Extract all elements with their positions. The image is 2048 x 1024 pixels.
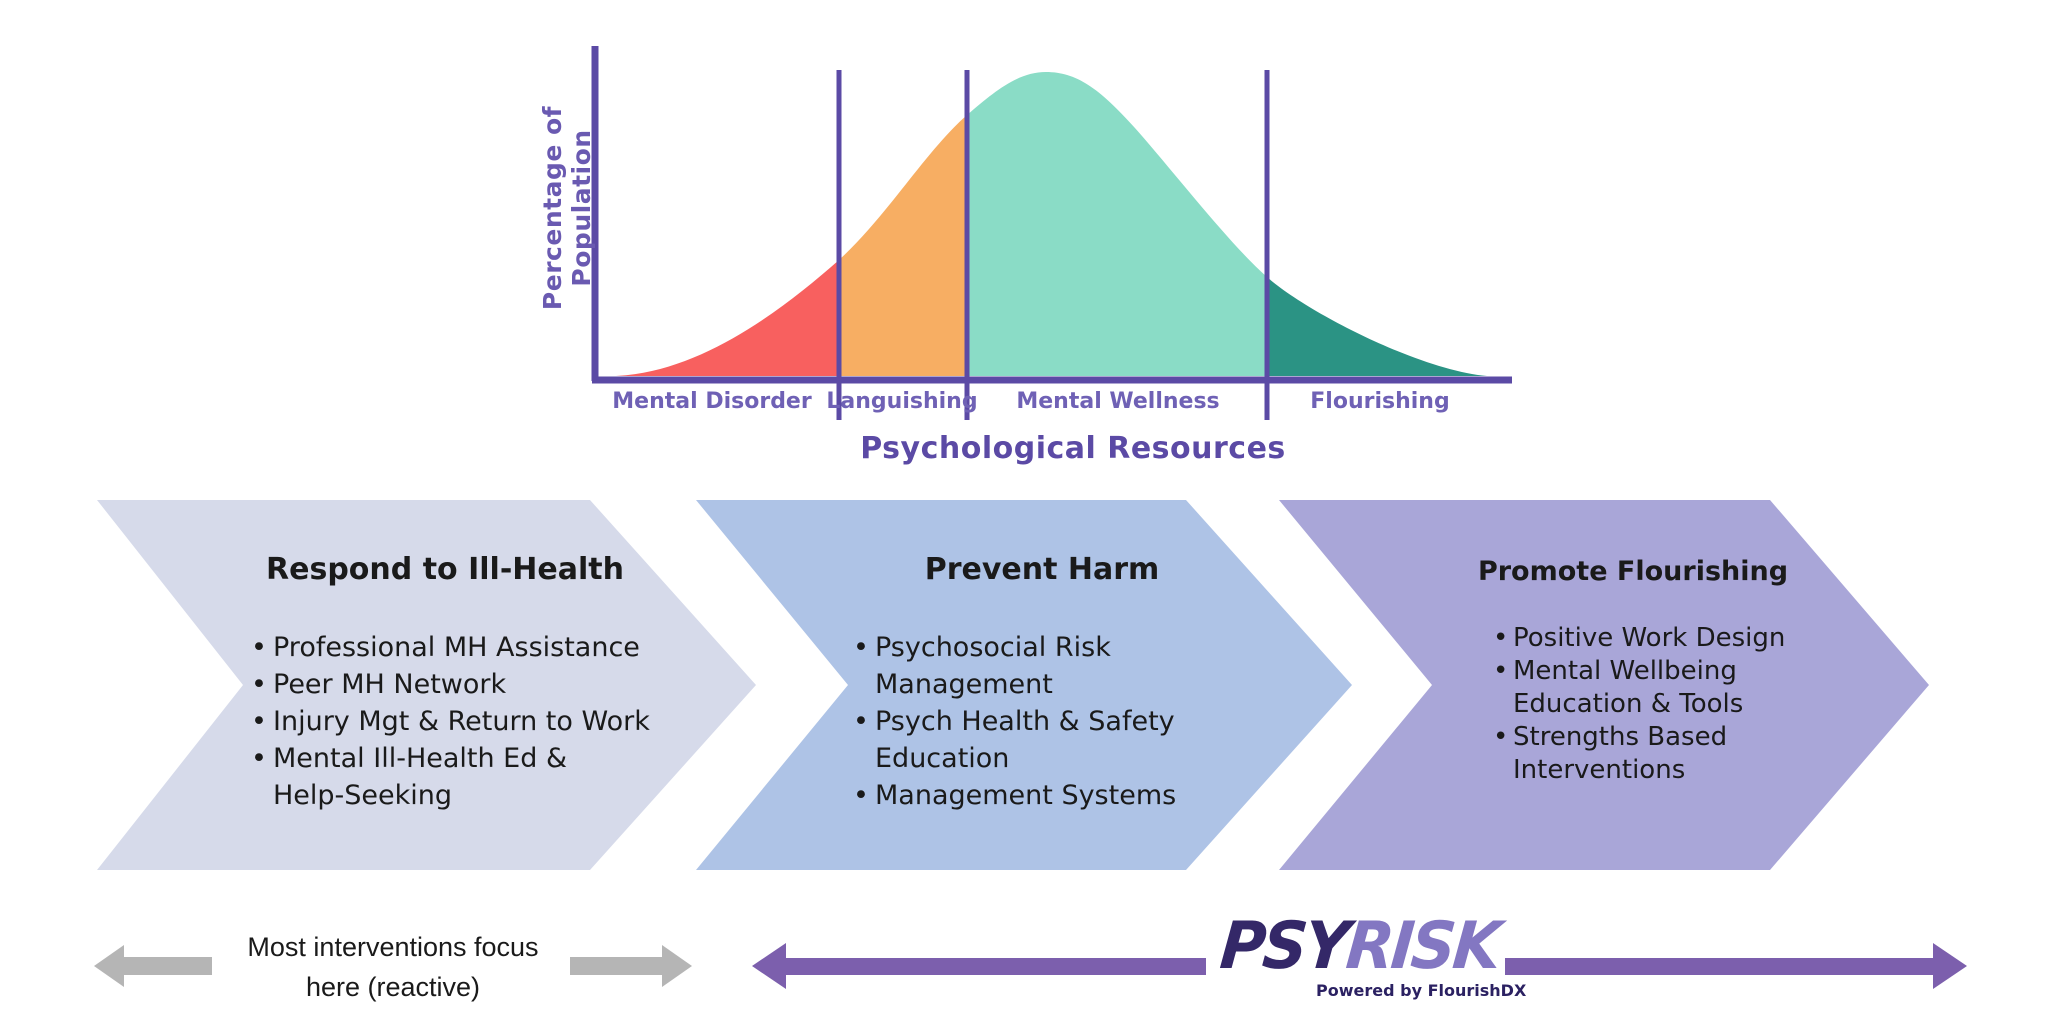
list-item: Psych Health & Safety Education bbox=[845, 703, 1255, 777]
gray-right-arrow-icon bbox=[570, 945, 692, 987]
arrow-head bbox=[662, 945, 692, 987]
list-item: Professional MH Assistance bbox=[243, 629, 703, 666]
chevron-1-bullet-list: Professional MH Assistance Peer MH Netwo… bbox=[243, 629, 703, 814]
chevron-2-title: Prevent Harm bbox=[924, 552, 1160, 587]
psyrisk-logo: PSYRISK bbox=[1200, 907, 1519, 984]
logo-text-psy: PSY bbox=[1217, 907, 1350, 984]
arrow-head bbox=[752, 943, 786, 989]
chevron-3-title: Promote Flourishing bbox=[1477, 556, 1789, 587]
y-axis-label: Percentage of Population bbox=[538, 105, 596, 311]
arrow-shaft bbox=[785, 958, 1206, 975]
arrow-head bbox=[1933, 943, 1967, 989]
logo-text-risk: RISK bbox=[1343, 907, 1502, 984]
x-axis-title: Psychological Resources bbox=[860, 431, 1286, 466]
list-item: Positive Work Design bbox=[1485, 622, 1815, 655]
chevron-1-title: Respond to Ill-Health bbox=[266, 552, 624, 587]
list-item: Psychosocial Risk Management bbox=[845, 629, 1255, 703]
purple-right-arrow-icon bbox=[1505, 943, 1967, 989]
list-item: Mental Wellbeing Education & Tools bbox=[1485, 655, 1815, 721]
tick-label-languishing: Languishing bbox=[826, 389, 978, 414]
tick-label-mental-wellness: Mental Wellness bbox=[1016, 389, 1220, 414]
arrow-head bbox=[94, 945, 124, 987]
arrow-shaft bbox=[570, 957, 662, 975]
purple-left-arrow-icon bbox=[752, 943, 1206, 989]
arrow-shaft bbox=[1505, 958, 1933, 975]
list-item: Injury Mgt & Return to Work bbox=[243, 703, 703, 740]
list-item: Strengths Based Interventions bbox=[1485, 721, 1815, 787]
tick-label-flourishing: Flourishing bbox=[1310, 389, 1450, 414]
list-item: Mental Ill-Health Ed & Help-Seeking bbox=[243, 740, 703, 814]
chevron-2-bullet-list: Psychosocial Risk Management Psych Healt… bbox=[845, 629, 1255, 814]
tick-label-mental-disorder: Mental Disorder bbox=[612, 389, 812, 414]
chevron-3-bullet-list: Positive Work Design Mental Wellbeing Ed… bbox=[1485, 622, 1815, 787]
bell-curve-chart bbox=[591, 46, 1512, 420]
arrow-shaft bbox=[122, 957, 212, 975]
list-item: Management Systems bbox=[845, 777, 1255, 814]
gray-left-arrow-icon bbox=[94, 945, 212, 987]
footer-note: Most interventions focus here (reactive) bbox=[247, 932, 539, 1002]
list-item: Peer MH Network bbox=[243, 666, 703, 703]
logo-tagline: Powered by FlourishDX bbox=[1316, 981, 1527, 1000]
